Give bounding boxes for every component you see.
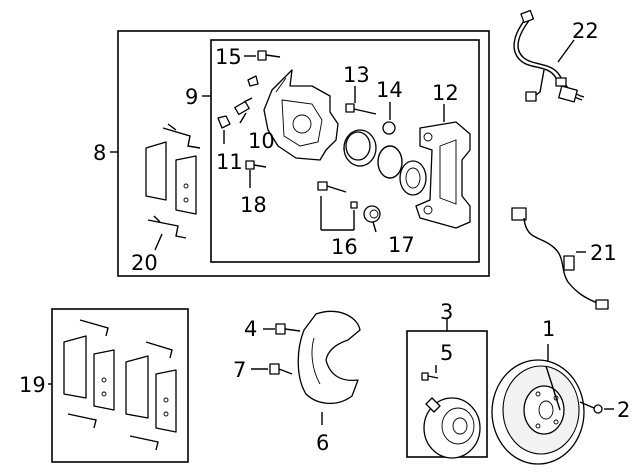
upper-pad-clips-part (162, 123, 201, 149)
callout-2: 2 (617, 398, 630, 422)
guide-boot-part (363, 205, 381, 223)
caliper-kit-group-box (117, 30, 490, 277)
callout-18: 18 (240, 193, 267, 217)
guide-bolt-part (317, 181, 358, 209)
leader-lines (48, 39, 614, 425)
callout-5: 5 (440, 341, 453, 365)
caliper-assembly-group-box (210, 39, 480, 263)
housing-bolt-lower-part (245, 160, 267, 170)
callout-17: 17 (388, 233, 415, 257)
guide-bushing-part (382, 121, 396, 135)
rotor-screw-part (579, 401, 603, 414)
outer-brake-pads-part (145, 141, 197, 215)
wear-sensor-harness-part (513, 9, 585, 103)
callout-1: 1 (542, 317, 555, 341)
callout-20: 20 (131, 251, 158, 275)
splash-shield-part (297, 310, 361, 404)
callout-3: 3 (440, 300, 453, 324)
callout-13: 13 (343, 63, 370, 87)
caliper-bracket-part (415, 121, 471, 229)
hub-bolt-part (269, 363, 293, 375)
abs-speed-sensor-part (511, 207, 609, 310)
callout-11: 11 (216, 150, 243, 174)
wheel-stud-part (421, 372, 439, 381)
callout-22: 22 (572, 19, 599, 43)
bleeder-screw-part (257, 50, 281, 61)
callout-21: 21 (590, 241, 617, 265)
callout-8: 8 (93, 141, 106, 165)
wheel-hub-assembly-part (423, 397, 481, 459)
callout-14: 14 (376, 78, 403, 102)
callout-7: 7 (233, 358, 246, 382)
cap-part (247, 75, 259, 87)
guide-pin-part (234, 97, 253, 116)
callout-16: 16 (331, 235, 358, 259)
callout-6: 6 (316, 431, 329, 455)
dust-cap-part (217, 115, 231, 129)
callout-19: 19 (19, 373, 46, 397)
brake-rotor-part (491, 359, 585, 465)
housing-bolt-upper-part (345, 103, 377, 115)
callout-9: 9 (185, 85, 198, 109)
caliper-piston-part (344, 129, 376, 167)
callout-10: 10 (248, 129, 275, 153)
callout-4: 4 (244, 317, 257, 341)
callout-12: 12 (432, 81, 459, 105)
callout-15: 15 (215, 45, 242, 69)
pad-set-group-box (51, 308, 189, 463)
piston-seal-ring (377, 145, 403, 179)
piston-boot-part (399, 160, 427, 196)
pad-set-right-part (125, 355, 177, 433)
caliper-housing-part (263, 69, 339, 161)
shield-bolt-part (275, 323, 301, 335)
pad-set-clips-part (67, 319, 173, 451)
pad-set-left-part (63, 335, 115, 411)
lower-pad-clips-part (147, 215, 187, 239)
